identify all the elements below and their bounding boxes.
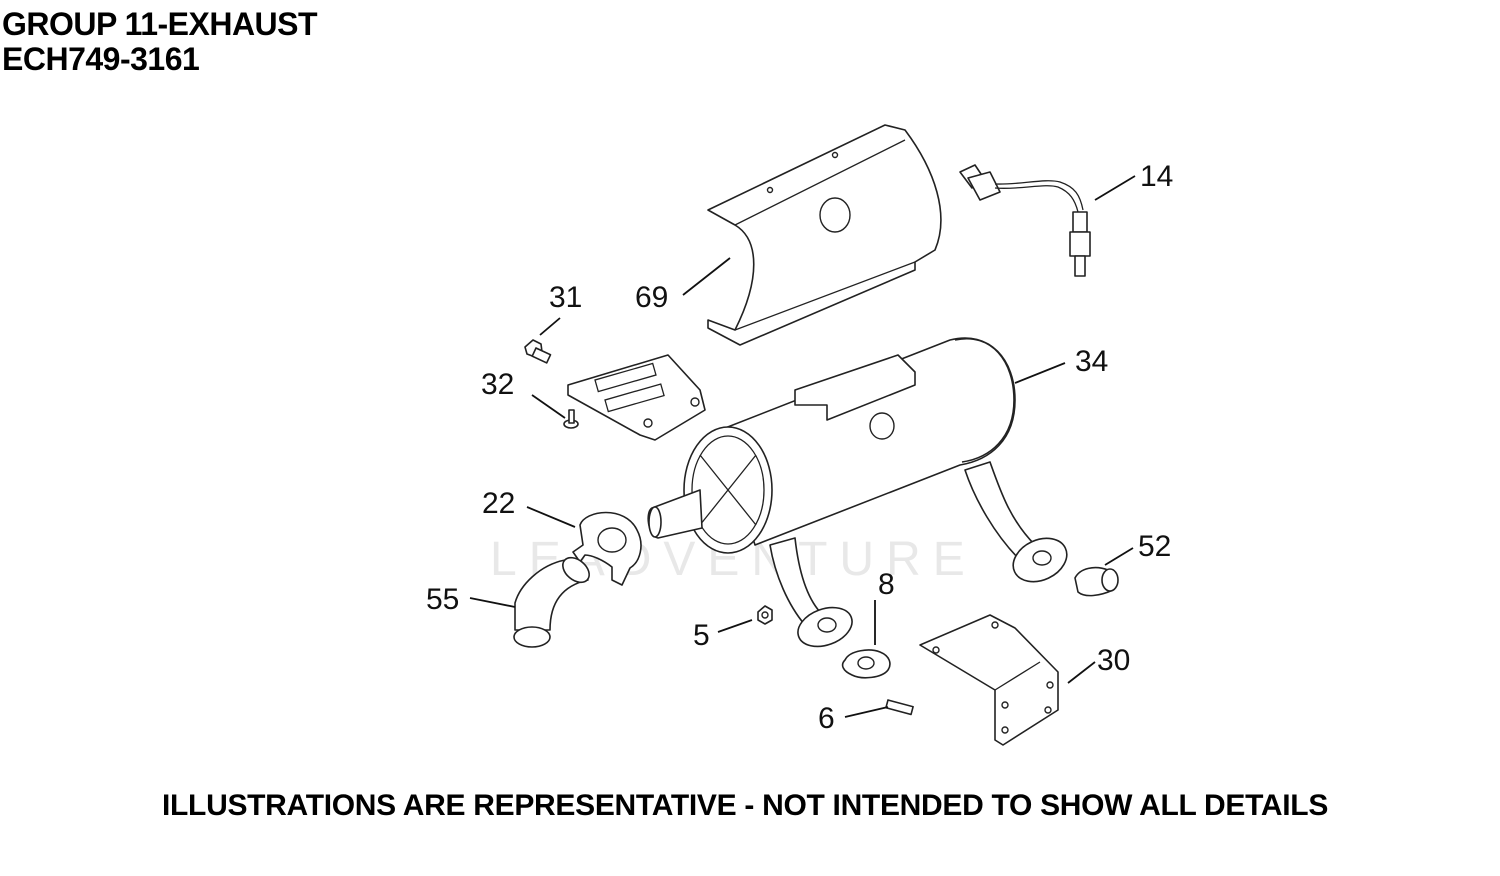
callout-22: 22 (482, 487, 515, 520)
group-title: GROUP 11-EXHAUST (2, 6, 318, 42)
callout-52: 52 (1138, 530, 1171, 563)
lower-bracket (919, 614, 1059, 746)
sleeve (1074, 566, 1119, 597)
stud (885, 699, 914, 716)
callout-8: 8 (878, 568, 895, 601)
callout-69: 69 (635, 281, 668, 314)
elbow-tailpipe (513, 556, 590, 648)
callout-6: 6 (818, 702, 835, 735)
gasket (841, 649, 891, 679)
model-number: ECH749-3161 (2, 41, 200, 77)
upper-bracket (567, 354, 706, 441)
callout-5: 5 (693, 619, 710, 652)
nut (757, 605, 773, 625)
screw (563, 409, 579, 429)
bolt (524, 339, 552, 364)
clamp (572, 511, 642, 586)
callout-34: 34 (1075, 345, 1108, 378)
callout-55: 55 (426, 583, 459, 616)
disclaimer-footer: ILLUSTRATIONS ARE REPRESENTATIVE - NOT I… (162, 789, 1329, 822)
callout-30: 30 (1097, 644, 1130, 677)
muffler (647, 337, 1068, 648)
callout-32: 32 (481, 368, 514, 401)
heat-shield (707, 124, 942, 346)
callout-31: 31 (549, 281, 582, 314)
callout-14: 14 (1140, 160, 1173, 193)
oxygen-sensor (959, 164, 1091, 277)
